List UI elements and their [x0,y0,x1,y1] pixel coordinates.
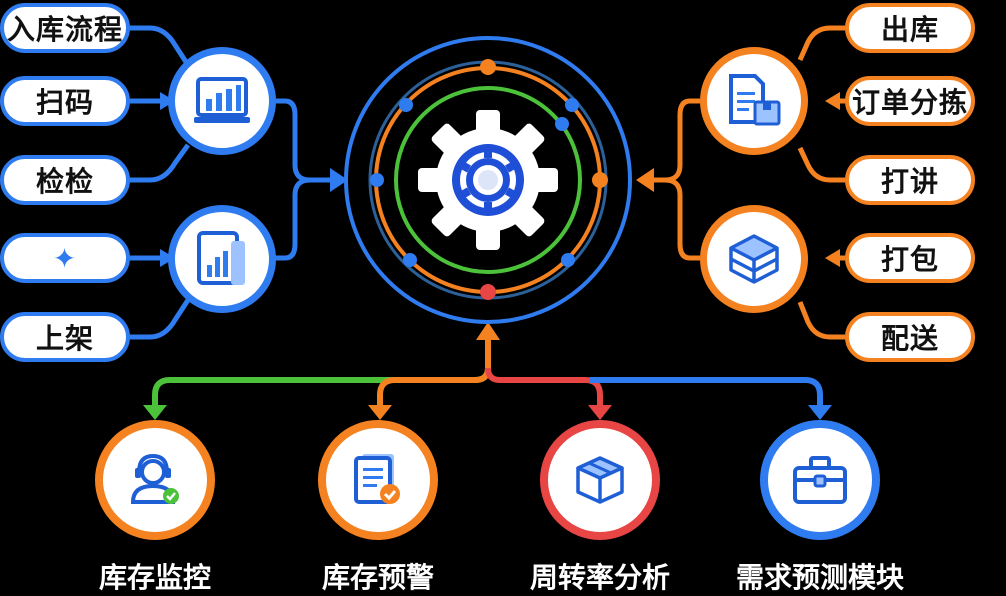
bar-chart-monitor-icon [194,77,250,123]
open-box-icon [576,456,624,504]
right-item-1: 订单分拣 [845,76,975,126]
left-item-2: 检检 [0,155,130,205]
module-label-1: 库存预警 [321,561,434,594]
document-chart-icon [197,231,245,285]
hub-arrow-left [330,168,348,192]
left-item-3: ✦ [0,233,130,283]
stacked-box-icon [729,234,779,284]
left-circle-top [168,47,276,155]
arrow-head [825,249,840,267]
arrow-head [808,405,832,420]
left-item-0: 入库流程 [0,3,130,53]
left-item-4: 上架 [0,312,130,362]
arrow-head [588,405,612,420]
hub-dot [399,98,413,112]
arrow-head [825,92,840,110]
right-circle-top [700,47,808,155]
document-check-icon [354,454,400,504]
arrow-head [160,249,175,267]
right-circle-bottom [700,205,808,313]
hub-arrow-right [636,168,654,192]
right-item-4: 配送 [845,312,975,362]
gear-icon [418,110,558,250]
arrow-head [368,405,392,420]
hub-dot [592,172,608,188]
hub-dot [480,284,496,300]
module-circle-2 [540,420,660,540]
person-headset-icon [130,453,179,504]
hub-dot [480,59,496,75]
module-circle-3 [760,420,880,540]
module-label-3: 需求预测模块 [735,561,904,594]
module-label-2: 周转率分析 [529,561,670,594]
arrow-head [160,92,175,110]
bottom-connector-orange [377,367,491,410]
right-item-2: 打讲 [845,155,975,205]
arrow-head [143,405,167,420]
hub-dot [555,117,569,131]
module-circle-0 [95,420,215,540]
hub-dot [403,253,417,267]
hub-green-ring [394,86,582,274]
bottom-connector-blue [590,377,823,410]
left-connectors [130,25,335,340]
document-box-icon [729,74,781,126]
right-item-3: 打包 [845,233,975,283]
bottom-connector-red [485,367,603,410]
hub [344,36,632,324]
right-item-0: 出库 [845,3,975,53]
hub-dot [370,173,384,187]
hub-dot [565,98,579,112]
left-item-1: 扫码 [0,76,130,126]
hub-arrow-bottom [476,322,500,340]
toolbox-icon [793,456,847,504]
hub-dot [561,253,575,267]
hub-outer-ring [344,36,632,324]
module-label-0: 库存监控 [98,561,211,594]
left-circle-bottom [168,205,276,313]
module-circle-1 [318,420,438,540]
